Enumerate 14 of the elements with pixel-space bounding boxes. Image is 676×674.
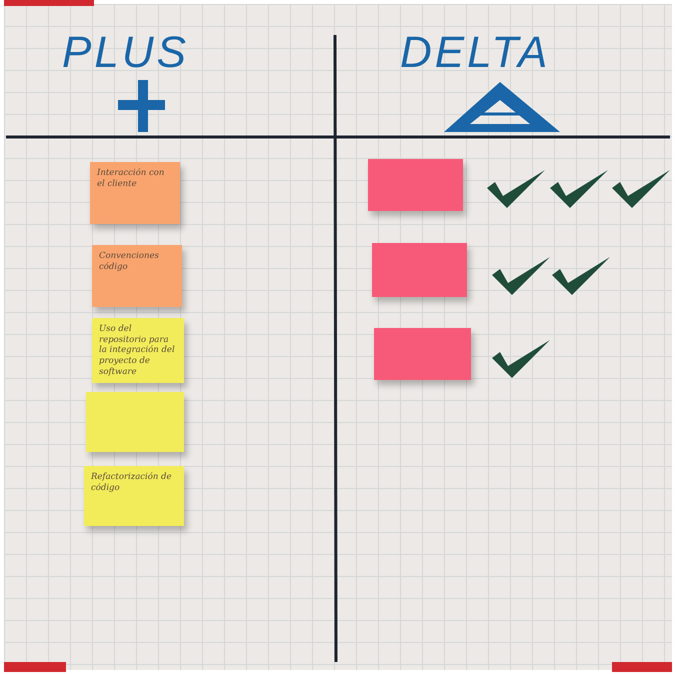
note-text: Interacción con el cliente	[97, 168, 166, 190]
note-text: Refactorización de código	[91, 472, 173, 494]
sticky-note	[92, 318, 184, 384]
column-heading: PLUS	[62, 28, 189, 78]
sticky-note	[90, 162, 180, 224]
note-text: Convenciones código	[99, 251, 160, 272]
sticky-note	[84, 466, 184, 526]
column-heading: DELTA	[400, 28, 550, 78]
sticky-note	[372, 243, 467, 297]
sticky-note	[374, 328, 471, 380]
note-text: Uso del repositorio para la integración del proyecto de software	[99, 324, 176, 378]
sticky-note	[92, 245, 182, 307]
sticky-note	[86, 392, 184, 452]
sticky-note	[368, 159, 463, 211]
